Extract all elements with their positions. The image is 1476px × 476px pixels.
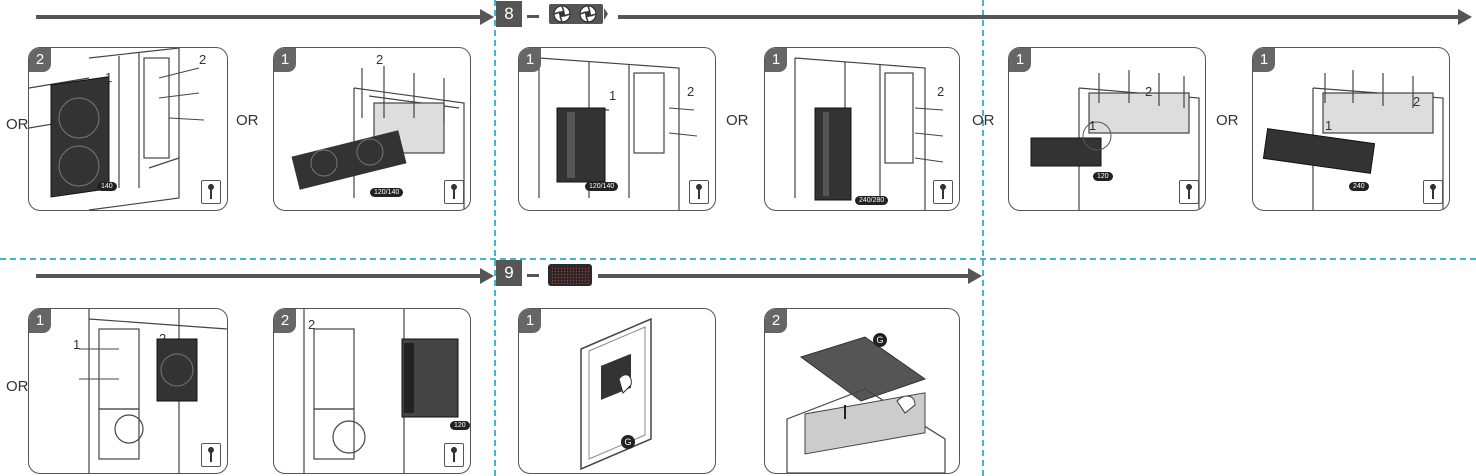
screw-label: 2 [199, 52, 207, 67]
screwdriver-icon [444, 443, 464, 467]
or-label: OR [972, 112, 995, 129]
screw-label: 2 [1413, 94, 1421, 109]
divider-horizontal [0, 258, 1476, 260]
case-illustration [29, 48, 205, 210]
screw-label: 2 [687, 84, 695, 99]
panel-step-tag: 1 [274, 48, 296, 72]
case-illustration [79, 309, 227, 473]
screwdriver-icon [1179, 180, 1199, 204]
or-label: OR [6, 116, 29, 133]
divider-vertical-2 [982, 0, 984, 476]
screw-label: 1 [1089, 118, 1097, 133]
or-label: OR [236, 112, 259, 129]
panel-step-tag: 1 [519, 48, 541, 72]
divider-vertical-1 [494, 0, 496, 476]
panel-top-fan-120-140: 1 2 120/140 [273, 47, 471, 211]
panel-top-filter: 2 G [764, 308, 960, 474]
arrow-row1-right [618, 9, 1472, 25]
screw-label: 2 [937, 84, 945, 99]
step-8-dash [527, 15, 539, 18]
screwdriver-icon [201, 443, 221, 467]
screw-label: 1 [73, 337, 81, 352]
radiator-fan-icon [548, 3, 608, 25]
panel-step-tag: 1 [765, 48, 787, 72]
panel-step-tag: 1 [1009, 48, 1031, 72]
screwdriver-icon [444, 180, 464, 204]
screw-label: 1 [609, 88, 617, 103]
filter-g-marker: G [621, 435, 635, 449]
step-9-dash [527, 274, 539, 277]
panel-step-tag: 1 [519, 309, 541, 333]
radiator-size-badge: 240/280 [855, 196, 889, 205]
panel-step-tag: 2 [765, 309, 787, 333]
screw-label: 1 [1325, 118, 1333, 133]
radiator-size-badge: 240 [1349, 182, 1369, 191]
radiator-size-badge: 120/140 [585, 182, 619, 191]
screw-label: 1 [105, 70, 113, 85]
arrow-row1-left [36, 9, 494, 25]
case-illustration [291, 66, 465, 210]
panel-rear-fan: 1 2 1 [28, 308, 228, 474]
panel-step-tag: 2 [29, 48, 51, 72]
screw-label: 2 [376, 52, 384, 67]
panel-step-tag: 2 [274, 309, 296, 333]
panel-step-tag: 1 [29, 309, 51, 333]
or-label: OR [6, 378, 29, 395]
screw-label: 2 [308, 317, 316, 332]
screwdriver-icon [933, 180, 953, 204]
or-label: OR [1216, 112, 1239, 129]
panel-top-radiator-240: 1 2 1 240 [1252, 47, 1450, 211]
case-illustration [1262, 70, 1444, 210]
panel-side-filter: 1 G [518, 308, 716, 474]
panel-radiator-120-140: 1 2 1 120/140 [518, 47, 716, 211]
arrow-row2-right [598, 268, 982, 284]
screwdriver-icon [689, 180, 709, 204]
case-illustration [303, 309, 459, 473]
screwdriver-icon [201, 180, 221, 204]
filter-illustration [786, 336, 946, 473]
arrow-row2-left [36, 268, 494, 284]
panel-front-fan-140: 2 2 1 140 [28, 47, 228, 211]
case-illustration [1030, 70, 1200, 210]
case-illustration [538, 57, 698, 210]
fan-size-badge: 140 [97, 182, 117, 191]
screw-label: 2 [159, 331, 167, 346]
dust-filter-icon [548, 264, 592, 286]
panel-step-tag: 1 [1253, 48, 1275, 72]
or-label: OR [726, 112, 749, 129]
case-illustration [794, 57, 944, 210]
screwdriver-icon [1423, 180, 1443, 204]
fan-size-badge: 120/140 [370, 188, 404, 197]
radiator-size-badge: 120 [1093, 172, 1113, 181]
filter-illustration [580, 317, 652, 471]
filter-g-marker: G [873, 333, 887, 347]
step-8-number: 8 [496, 1, 522, 27]
panel-top-radiator-120: 1 2 1 120 [1008, 47, 1206, 211]
screw-label: 2 [1145, 84, 1153, 99]
panel-rear-radiator-120: 2 2 120 [273, 308, 471, 474]
radiator-size-badge: 120 [450, 421, 470, 430]
panel-radiator-240-280: 1 2 240/280 [764, 47, 960, 211]
step-9-number: 9 [496, 260, 522, 286]
